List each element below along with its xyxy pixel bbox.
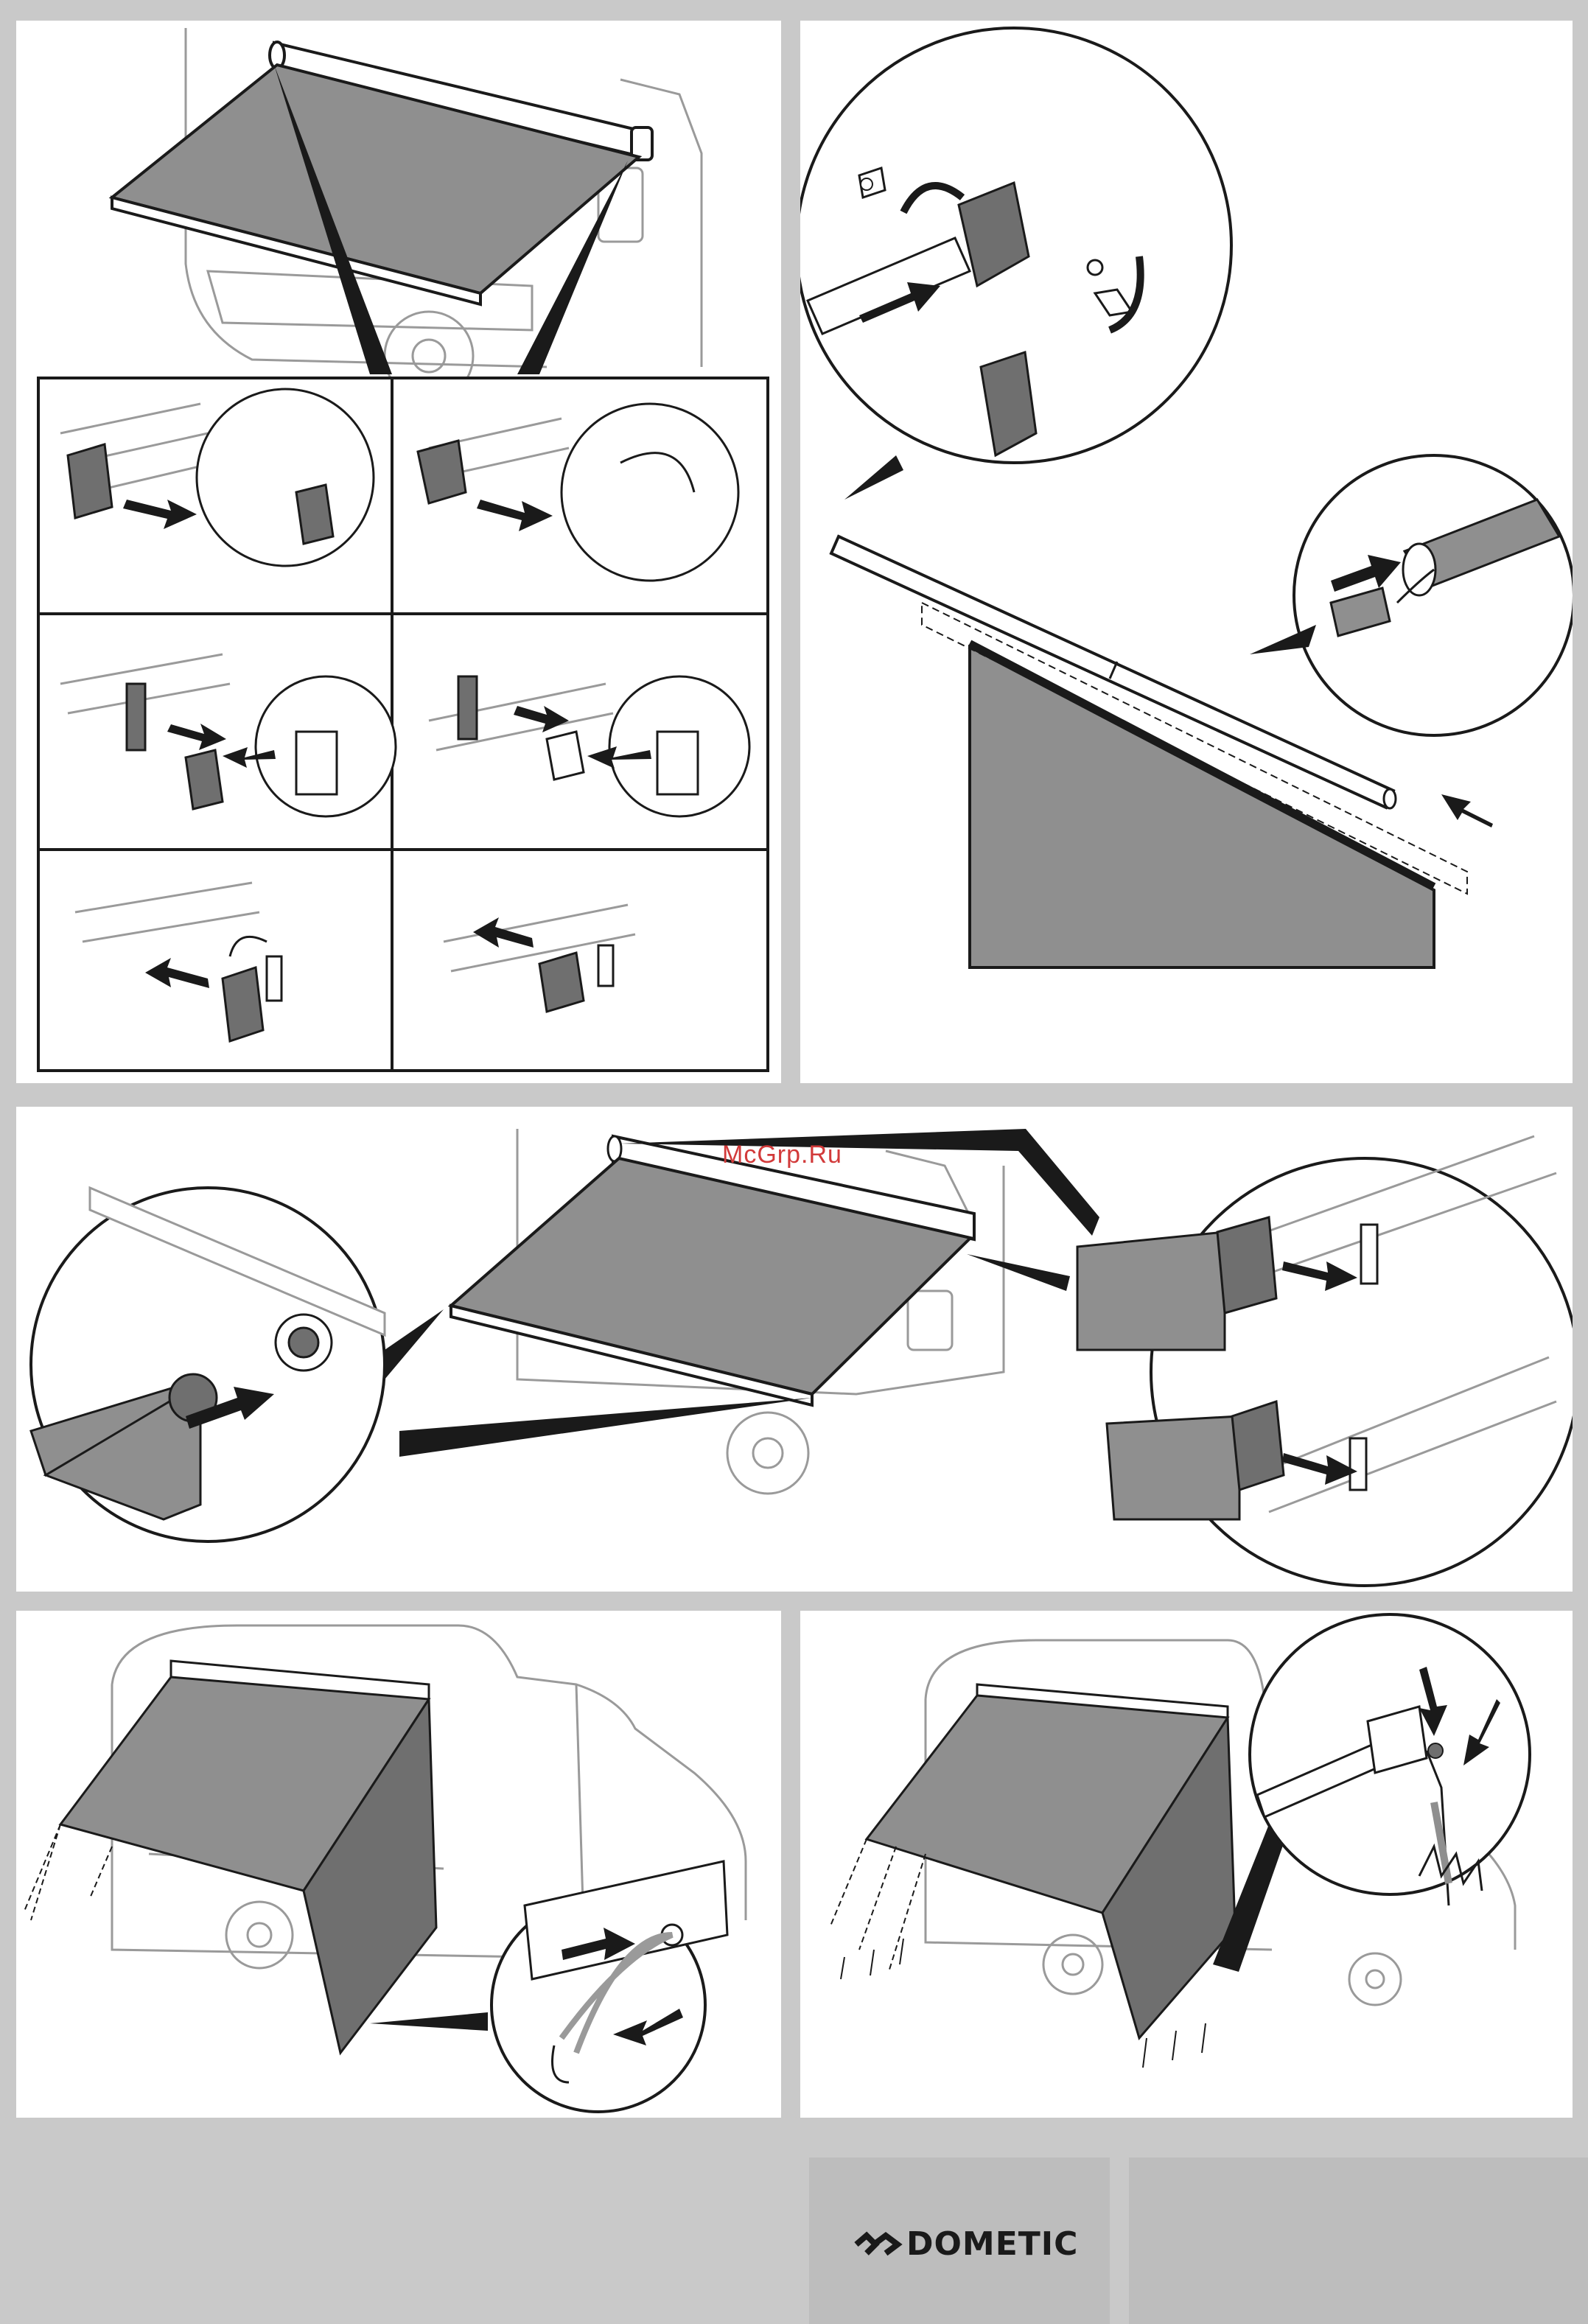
- peg-hammer-icon: [800, 1611, 1573, 2118]
- strap-hook-icon: [16, 1611, 781, 2118]
- footer-empty-box: [1129, 2157, 1588, 2324]
- watermark-text: McGrp.Ru: [722, 1141, 842, 1169]
- awning-bracket-mounting-icon: [16, 21, 781, 1083]
- brand-logo: DOMETIC: [906, 2225, 1078, 2263]
- rod-insert-icon: [800, 21, 1573, 1083]
- panel-awning-overview: [16, 21, 781, 1083]
- panel-side-wall: [16, 1611, 781, 2118]
- dometic-arrow-logo-icon: [853, 2228, 905, 2258]
- panel-ground-anchoring: [800, 1611, 1573, 2118]
- panel-attach-brackets: [16, 1107, 1573, 1592]
- panel-rod-assembly: [800, 21, 1573, 1083]
- bracket-clip-icon: [16, 1107, 1573, 1592]
